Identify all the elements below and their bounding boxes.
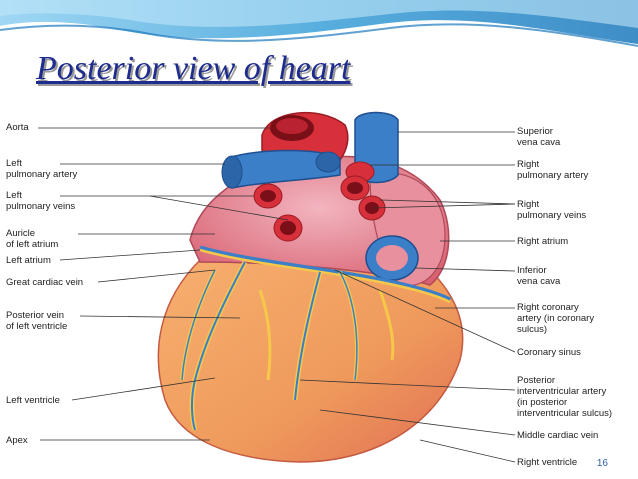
label-middle-cardiac-vein: Middle cardiac vein xyxy=(517,430,599,441)
label-great-cardiac-vein: Great cardiac vein xyxy=(6,277,84,288)
leader-lines-left xyxy=(38,127,289,441)
label-left-atrium: Left atrium xyxy=(6,255,51,266)
page-number: 16 xyxy=(596,458,608,469)
left-pulmonary-artery xyxy=(227,149,341,189)
coronary-sinus xyxy=(199,245,452,303)
label-apex: Apex xyxy=(6,435,28,446)
label-coronary-sinus: Coronary sinus xyxy=(517,347,581,358)
label-right-ventricle: Right ventricle xyxy=(517,457,578,468)
label-left-ventricle: Left ventricle xyxy=(6,395,60,406)
label-right-atrium: Right atrium xyxy=(517,236,569,247)
label-aorta: Aorta xyxy=(6,122,29,133)
leader-lines-right xyxy=(299,131,516,463)
header-wave xyxy=(0,0,638,47)
slide-title: Posterior view of heart xyxy=(36,50,351,87)
